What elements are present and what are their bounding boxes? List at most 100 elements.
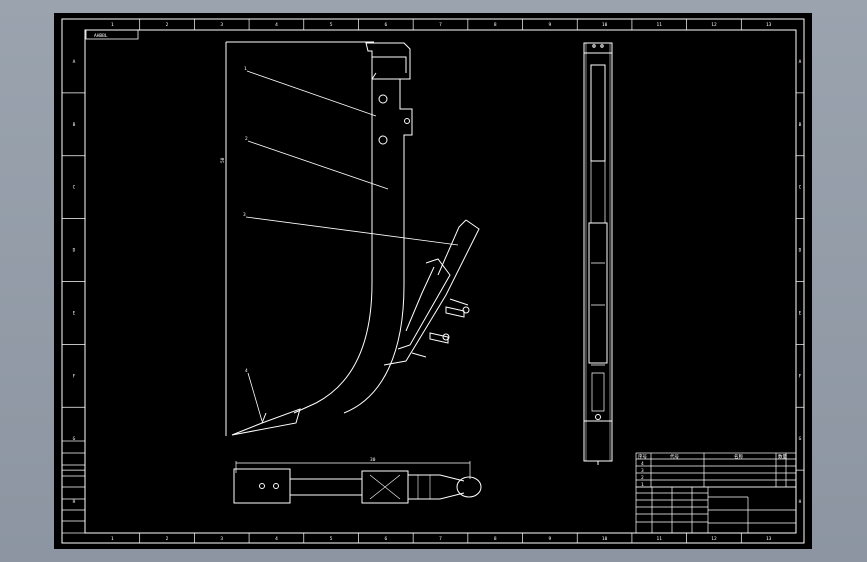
- zone-label-bottom: 1: [111, 536, 114, 542]
- parts-row-1-no: 1: [641, 482, 644, 488]
- shank-back-curve: [343, 159, 405, 414]
- zone-label-bottom: 7: [439, 536, 442, 542]
- zone-label-bottom: 11: [657, 536, 663, 542]
- wing-plate: [397, 258, 451, 350]
- zone-label-left: H: [73, 499, 76, 505]
- zone-label-top: 3: [220, 22, 223, 28]
- zone-label-bottom: 9: [549, 536, 552, 542]
- parts-header-no: 序号: [638, 453, 647, 460]
- zone-label-left: A: [73, 59, 76, 65]
- parts-list-text: 序号 代号 名称 数量 4 3 2 1: [638, 453, 787, 488]
- mount-hole-lower: [378, 135, 388, 145]
- zone-label-bottom: 3: [220, 536, 223, 542]
- zone-label-right: F: [799, 373, 802, 379]
- zone-label-top: 9: [549, 22, 552, 28]
- zone-label-bottom: 8: [494, 536, 497, 542]
- zone-ticks: [62, 19, 804, 543]
- parts-row-2-no: 2: [641, 475, 644, 481]
- zone-label-bottom: 5: [330, 536, 333, 542]
- share-point: [231, 408, 301, 436]
- zone-label-right: B: [799, 122, 802, 128]
- part-number-3: 3: [243, 212, 246, 218]
- zone-label-top: 12: [711, 22, 717, 28]
- zone-label-bottom: 2: [166, 536, 169, 542]
- share-edge: [261, 412, 267, 424]
- top-view: [233, 461, 482, 504]
- zone-label-left: D: [73, 248, 76, 254]
- zone-label-top: 13: [766, 22, 772, 28]
- wing-plate-inner: [405, 266, 435, 332]
- zone-label-top: 7: [439, 22, 442, 28]
- part-number-4: 4: [245, 368, 248, 374]
- parts-header-name: 名称: [734, 453, 743, 460]
- top-view-wing: [408, 474, 465, 500]
- zone-label-left: C: [73, 185, 76, 191]
- zone-label-bottom: 10: [602, 536, 608, 542]
- bolt-upper: [445, 298, 469, 318]
- zone-label-right: A: [799, 59, 802, 65]
- parts-list: [635, 452, 797, 488]
- side-slot-middle: [588, 222, 608, 364]
- parts-row-4-no: 4: [641, 461, 644, 467]
- top-view-block: [233, 468, 291, 504]
- corner-tag: AHBBL: [94, 33, 108, 39]
- parts-header-code: 代号: [670, 453, 679, 460]
- zone-label-top: 11: [657, 22, 663, 28]
- bolt-lower: [429, 332, 449, 344]
- top-bracket: [365, 42, 411, 80]
- title-block: [635, 486, 797, 534]
- zone-label-top: 10: [602, 22, 608, 28]
- blade-holder-top: [437, 219, 467, 276]
- zone-label-right: D: [799, 248, 802, 254]
- side-slot-lower: [591, 372, 605, 412]
- zone-label-left: B: [73, 122, 76, 128]
- side-view-body: [583, 42, 613, 462]
- outer-frame: [61, 18, 805, 544]
- dimension-width: 30: [370, 457, 376, 463]
- shank-front-curve: [293, 159, 373, 414]
- zone-label-top: 5: [330, 22, 333, 28]
- zone-label-left: G: [73, 436, 76, 442]
- zone-label-right: C: [799, 185, 802, 191]
- dimension-height: 50: [220, 157, 226, 163]
- top-view-point: [456, 476, 482, 498]
- shank-upper: [371, 79, 413, 159]
- zone-label-top: 1: [111, 22, 114, 28]
- side-pin: [595, 414, 601, 420]
- mount-hole-upper: [378, 94, 388, 104]
- zone-label-left: E: [73, 310, 76, 316]
- zone-label-bottom: 13: [766, 536, 772, 542]
- side-hole: [404, 118, 410, 124]
- side-view-caps: [584, 52, 612, 422]
- main-view: [225, 41, 480, 436]
- zone-label-top: 2: [166, 22, 169, 28]
- left-side-table: [61, 440, 86, 534]
- top-view-holder: [361, 470, 409, 504]
- zone-label-top: 4: [275, 22, 278, 28]
- part-number-2: 2: [245, 136, 248, 142]
- part-number-1: 1: [244, 66, 247, 72]
- zone-label-bottom: 12: [711, 536, 717, 542]
- zone-label-right: G: [799, 436, 802, 442]
- nut-lower: [411, 352, 427, 358]
- zone-label-bottom: 4: [275, 536, 278, 542]
- leader-lines: [245, 70, 459, 422]
- zone-label-top: 6: [384, 22, 387, 28]
- bolt-lower-head: [442, 333, 450, 341]
- corner-tag-box: [85, 29, 139, 40]
- bracket-inner: [371, 56, 407, 80]
- zone-label-top: 8: [494, 22, 497, 28]
- parts-header-qty: 数量: [778, 453, 787, 460]
- side-slot-upper: [590, 64, 606, 162]
- zone-label-right: H: [799, 499, 802, 505]
- zone-label-bottom: 6: [384, 536, 387, 542]
- top-view-shank: [290, 478, 362, 496]
- side-view: [583, 42, 613, 465]
- zone-label-right: E: [799, 310, 802, 316]
- bolt-upper-head: [462, 306, 470, 314]
- view-envelope: [225, 41, 374, 436]
